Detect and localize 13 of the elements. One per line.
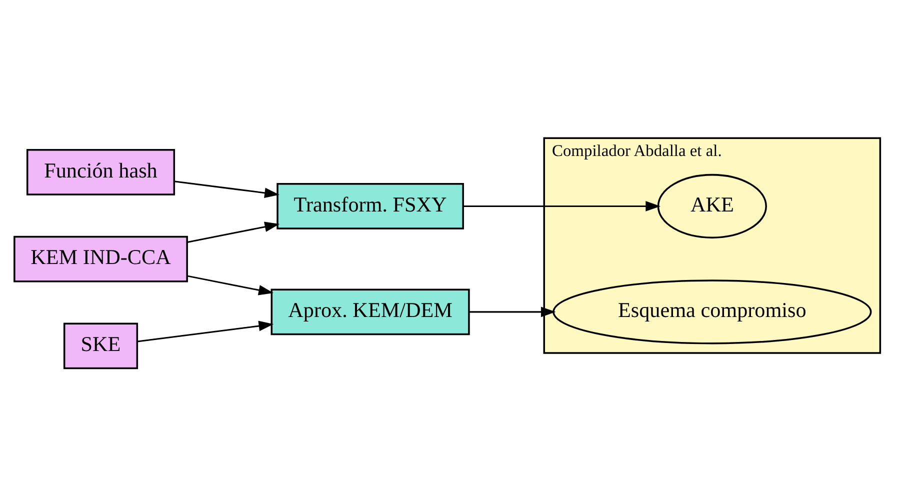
arrow [463,200,660,211]
node-ellipse: Esquema compromiso [552,279,872,344]
arrow [187,274,274,295]
arrow [174,180,280,198]
arrow [469,306,556,317]
arrow [137,320,274,342]
arrow [187,221,280,242]
node-box: Aprox. KEM/DEM [270,288,470,335]
node-box: KEM IND-CCA [14,235,188,282]
node-box: Transform. FSXY [276,182,464,229]
node-box: SKE [63,322,138,369]
node-ellipse: AKE [657,173,767,238]
node-box: Función hash [26,148,176,195]
